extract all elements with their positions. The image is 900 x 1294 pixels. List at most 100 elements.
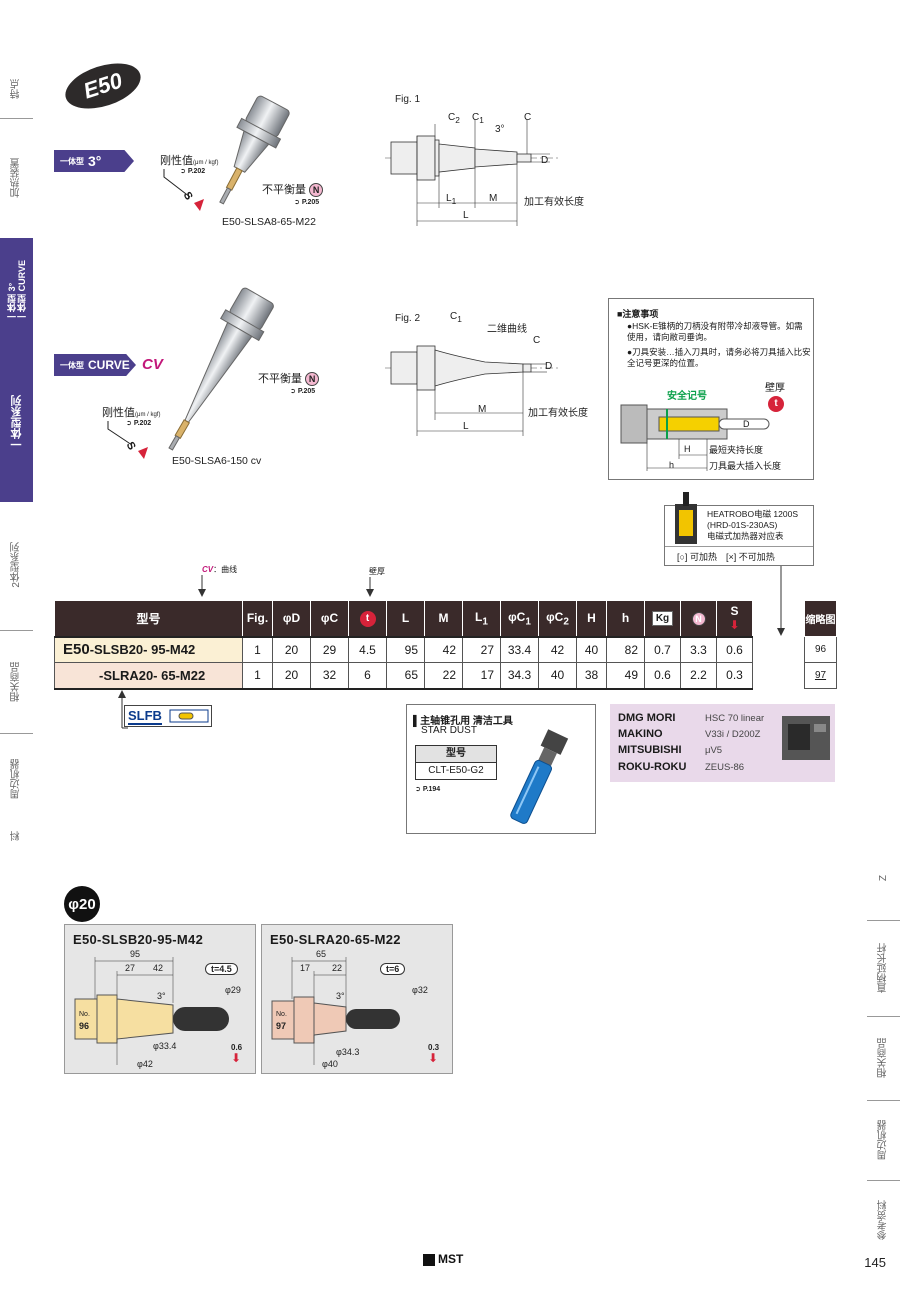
left-tab-related[interactable]: 相关商品 — [11, 662, 22, 702]
model-cell: E50-SLSB20- 95-M42 — [54, 635, 243, 663]
heatrobo-box: HEATROBO电磁 1200S (HRD-01S-230AS) 电磁式加热器对… — [664, 492, 814, 566]
fig2-m: M — [478, 404, 487, 415]
fig2-label: Fig. 2 — [395, 313, 421, 324]
fig1-c: C — [524, 112, 532, 123]
cv-note: CV：曲线 — [202, 565, 238, 574]
insertion-diagram — [620, 404, 770, 471]
cell: 0.7 — [644, 635, 681, 663]
series-badge: E50 — [59, 54, 147, 118]
rigidity-label-1: 刚性值(μm / kgf) — [160, 155, 219, 167]
rigidity-ref-1[interactable]: ➲ P.202 — [180, 168, 206, 175]
fig1-l: L — [463, 210, 469, 221]
cell: 22 — [424, 662, 463, 690]
fig2-c1: C1 — [450, 311, 462, 324]
max-insert-label: 刀具最大插入长度 — [709, 461, 782, 471]
fig1-effective-length: 加工有效长度 — [524, 197, 584, 208]
table-row[interactable]: -SLRA20- 65-M22 1 20 32 6 65 22 17 34.3 … — [54, 662, 753, 690]
left-tab-peripheral[interactable]: 周边机器 — [11, 759, 22, 799]
fig2-curve: 二维曲线 — [487, 324, 527, 335]
stardust-box: ▌主轴锥孔用 清洁工具 STAR DUST 型号 CLT-E50-G2 ➲ P.… — [406, 704, 596, 834]
tool-image-curve — [168, 287, 274, 451]
cell: 27 — [462, 635, 501, 663]
shape-link[interactable]: 96 — [804, 636, 837, 663]
stardust-ref[interactable]: ➲ P.194 — [415, 786, 441, 793]
cell: 20 — [272, 662, 311, 690]
model-cell: -SLRA20- 65-M22 — [54, 662, 243, 690]
fig2-diagram — [385, 345, 560, 436]
col-l: L — [386, 600, 425, 637]
s-arrow-icon: ⬇ — [428, 1051, 439, 1065]
cell: 32 — [310, 662, 349, 690]
notice-box: ■注意事项 ●HSK-E锥柄的刀柄没有附带冷却液导管。如需使用，请向敝司垂询。 … — [608, 298, 814, 480]
unbalance-label-1: 不平衡量 N — [262, 181, 324, 197]
fig1-diagram — [385, 120, 560, 226]
left-tab-two-piece[interactable]: 2体型系列 — [11, 542, 22, 588]
fig2-c: C — [533, 335, 541, 346]
notice-item-1: ●HSK-E锥柄的刀柄没有附带冷却液导管。如需使用，请向敝司垂询。 — [627, 321, 803, 342]
safety-mark-label: 安全记号 — [667, 391, 707, 402]
left-tab-features[interactable]: 特点 — [11, 79, 22, 99]
cell: 0.6 — [716, 635, 753, 663]
rigidity-ref-2[interactable]: ➲ P.202 — [126, 420, 152, 427]
cell: 20 — [272, 635, 311, 663]
cell: 29 — [310, 635, 349, 663]
fig1-deg: 3° — [495, 124, 505, 135]
cell: 3.3 — [680, 635, 717, 663]
col-d: φD — [272, 600, 311, 637]
col-fig: Fig. — [242, 600, 273, 637]
tool-image-3deg — [219, 95, 290, 205]
min-clamp-label: 最短夹持长度 — [709, 445, 764, 455]
unbalance-ref-2[interactable]: ➲ P.205 — [290, 388, 316, 395]
cell: 1 — [242, 635, 273, 663]
wall-label: 壁厚 — [765, 383, 785, 394]
cell: 40 — [538, 662, 577, 690]
cell: 40 — [576, 635, 607, 663]
right-tab-reference[interactable]: 参考资料 — [878, 1200, 889, 1240]
wall-note: 壁厚 — [369, 567, 385, 576]
machines-box: DMG MORI HSC 70 linear MAKINO V33i / D20… — [610, 704, 835, 782]
shape-link[interactable]: 97 — [804, 662, 837, 689]
spec-table: 型号 Fig. φD φC t L M L1 φC1 φC2 H h Kg N … — [54, 600, 753, 690]
wall-t-icon: t — [768, 393, 784, 412]
col-l1: L1 — [462, 600, 501, 637]
cell: 17 — [462, 662, 501, 690]
col-s: S⬇ — [716, 600, 753, 637]
cell: 34.3 — [500, 662, 539, 690]
fig2-l: L — [463, 421, 469, 432]
fig1-c1: C1 — [472, 112, 484, 125]
col-t: t — [348, 600, 387, 637]
insertion-h: h — [669, 460, 675, 470]
cell: 95 — [386, 635, 425, 663]
right-tab-z[interactable]: Z — [878, 874, 889, 882]
rigidity-label-2: 刚性值(μm / kgf) — [102, 407, 161, 419]
fig1-d: D — [541, 155, 549, 166]
unbalance-label-2: 不平衡量 N — [258, 370, 320, 386]
col-c: φC — [310, 600, 349, 637]
left-tab-heating[interactable]: 加热装置 — [11, 158, 22, 198]
cell: 0.3 — [716, 662, 753, 690]
heat-legend: [○] 可加热 [×] 不可加热 — [677, 552, 775, 562]
col-shape: 缩略图 — [804, 600, 837, 637]
cell: 82 — [606, 635, 645, 663]
left-tab-curve[interactable]: 一体型 3°一体型 CURVE — [0, 238, 33, 342]
col-m: M — [424, 600, 463, 637]
col-kg: Kg — [644, 600, 681, 637]
fig1-c2: C2 — [448, 112, 460, 125]
drawing-card-1: E50-SLSB20-95-M42 95 27 42 3° t=4.5 φ29 … — [64, 924, 256, 1074]
cell: 38 — [576, 662, 607, 690]
right-tab-straight[interactable]: 直柄延长杆 — [878, 943, 889, 993]
col-h-upper: H — [576, 600, 607, 637]
table-row[interactable]: E50-SLSB20- 95-M42 1 20 29 4.5 95 42 27 … — [54, 635, 753, 663]
right-tab-related[interactable]: 相关商品 — [878, 1038, 889, 1078]
cell: 49 — [606, 662, 645, 690]
unbalance-ref-1[interactable]: ➲ P.205 — [294, 199, 320, 206]
right-tab-peripheral[interactable]: 周边机器 — [878, 1120, 889, 1160]
fig1-l1: L1 — [446, 193, 457, 206]
slfb-link[interactable]: SLFB — [124, 705, 212, 727]
cell: 42 — [424, 635, 463, 663]
fig2-d: D — [545, 361, 553, 372]
left-tab-one-piece[interactable]: 一体型系列 — [0, 342, 33, 502]
left-tab-ref[interactable]: 料 — [11, 831, 22, 841]
